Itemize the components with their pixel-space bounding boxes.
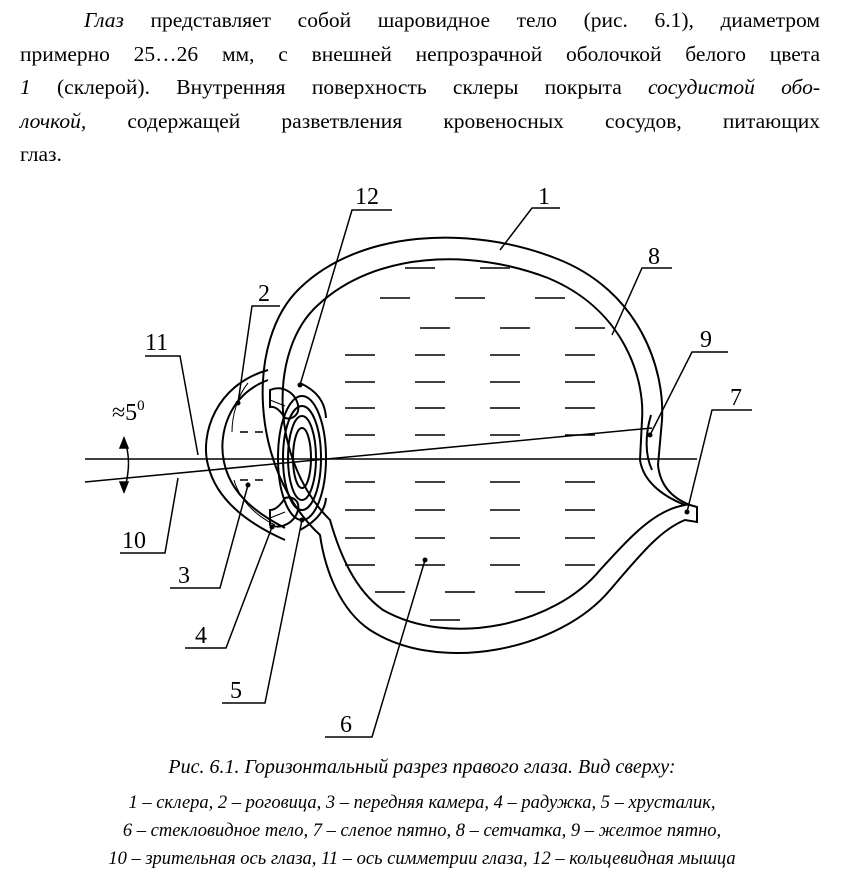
- label-9: 9: [700, 327, 712, 353]
- ciliary-muscle-upper: [300, 383, 326, 418]
- label-8: 8: [648, 244, 660, 270]
- leader-6: [325, 560, 425, 737]
- leader-11: [145, 356, 198, 455]
- label-4: 4: [195, 623, 207, 649]
- figure-legend-line-3: 10 – зрительная ось глаза, 11 – ось симм…: [0, 846, 844, 872]
- paragraph-line-4: лочкой, содержащей разветвления кровенос…: [20, 105, 820, 139]
- retina-macula-bump: [647, 415, 652, 470]
- label-3: 3: [178, 563, 190, 589]
- eye-cross-section-diagram: 1 12 8 2 9 11 7 ≈50 10 3 4 5 6: [0, 170, 844, 745]
- figure-legend-line-1: 1 – склера, 2 – роговица, 3 – передняя к…: [0, 790, 844, 816]
- leader-lines: [120, 208, 752, 737]
- figure-legend-line-2: 6 – стекловидное тело, 7 – слепое пятно,…: [0, 818, 844, 844]
- lens-outer: [278, 396, 326, 520]
- label-7: 7: [730, 385, 742, 411]
- label-12: 12: [355, 184, 379, 210]
- label-1: 1: [538, 184, 550, 210]
- paragraph-line-2: примерно 25…26 мм, с внешней непрозрачно…: [20, 38, 820, 72]
- term-choroid-cont: лочкой,: [20, 109, 86, 133]
- label-5: 5: [230, 678, 242, 704]
- visual-axis: [85, 428, 652, 482]
- angle-arrow-bottom: [120, 482, 128, 492]
- term-eye: Глаз: [84, 8, 124, 32]
- leader-7: [687, 410, 752, 512]
- label-10: 10: [122, 528, 146, 554]
- figure-caption-title: Рис. 6.1. Горизонтальный разрез правого …: [0, 754, 844, 780]
- paragraph-line-5: глаз.: [20, 138, 820, 172]
- label-11: 11: [145, 330, 168, 356]
- angle-label: ≈50: [112, 398, 145, 426]
- body-paragraph: Глаз представляет собой шаровидное тело …: [20, 4, 820, 172]
- term-choroid: сосудистой обо-: [648, 75, 820, 99]
- label-2: 2: [258, 281, 270, 307]
- paragraph-line-1: Глаз представляет собой шаровидное тело …: [20, 4, 820, 38]
- sclera-outer: [263, 238, 697, 653]
- paragraph-line-3: 1 (склерой). Внутренняя поверхность скле…: [20, 71, 820, 105]
- eye-drawing: [206, 238, 697, 653]
- leader-dots: [236, 383, 690, 563]
- cornea-outer: [206, 370, 285, 540]
- leader-12: [300, 210, 392, 385]
- angle-arrow-top: [120, 438, 128, 448]
- label-6: 6: [340, 712, 352, 738]
- leader-5: [222, 520, 302, 703]
